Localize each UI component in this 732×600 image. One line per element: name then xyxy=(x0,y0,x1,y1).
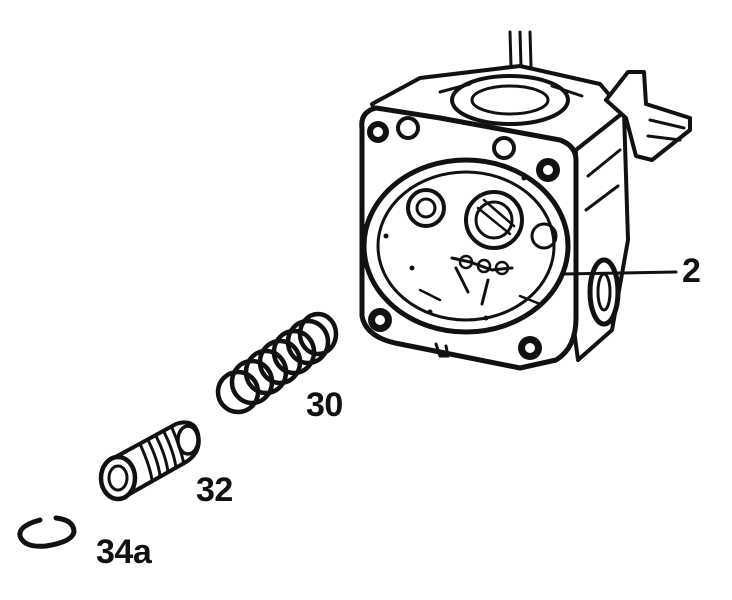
snap-ring-drawing xyxy=(17,515,77,549)
internal-features xyxy=(406,188,558,306)
callout-label-2: 2 xyxy=(682,252,701,290)
bolt-holes xyxy=(367,116,560,360)
plunger-end xyxy=(98,454,138,502)
callout-label-30: 30 xyxy=(306,386,343,424)
callout-label-32: 32 xyxy=(196,471,233,509)
callout-label-34a: 34a xyxy=(96,533,152,571)
main-bore xyxy=(361,157,571,335)
side-port xyxy=(587,257,621,327)
top-bore xyxy=(450,74,570,126)
spring-drawing xyxy=(215,311,339,415)
leader-line-2 xyxy=(560,270,678,276)
housing-front-flange xyxy=(359,105,579,371)
plunger-drawing xyxy=(98,420,201,502)
housing-drawing xyxy=(359,30,692,371)
flange-dots xyxy=(383,175,527,321)
